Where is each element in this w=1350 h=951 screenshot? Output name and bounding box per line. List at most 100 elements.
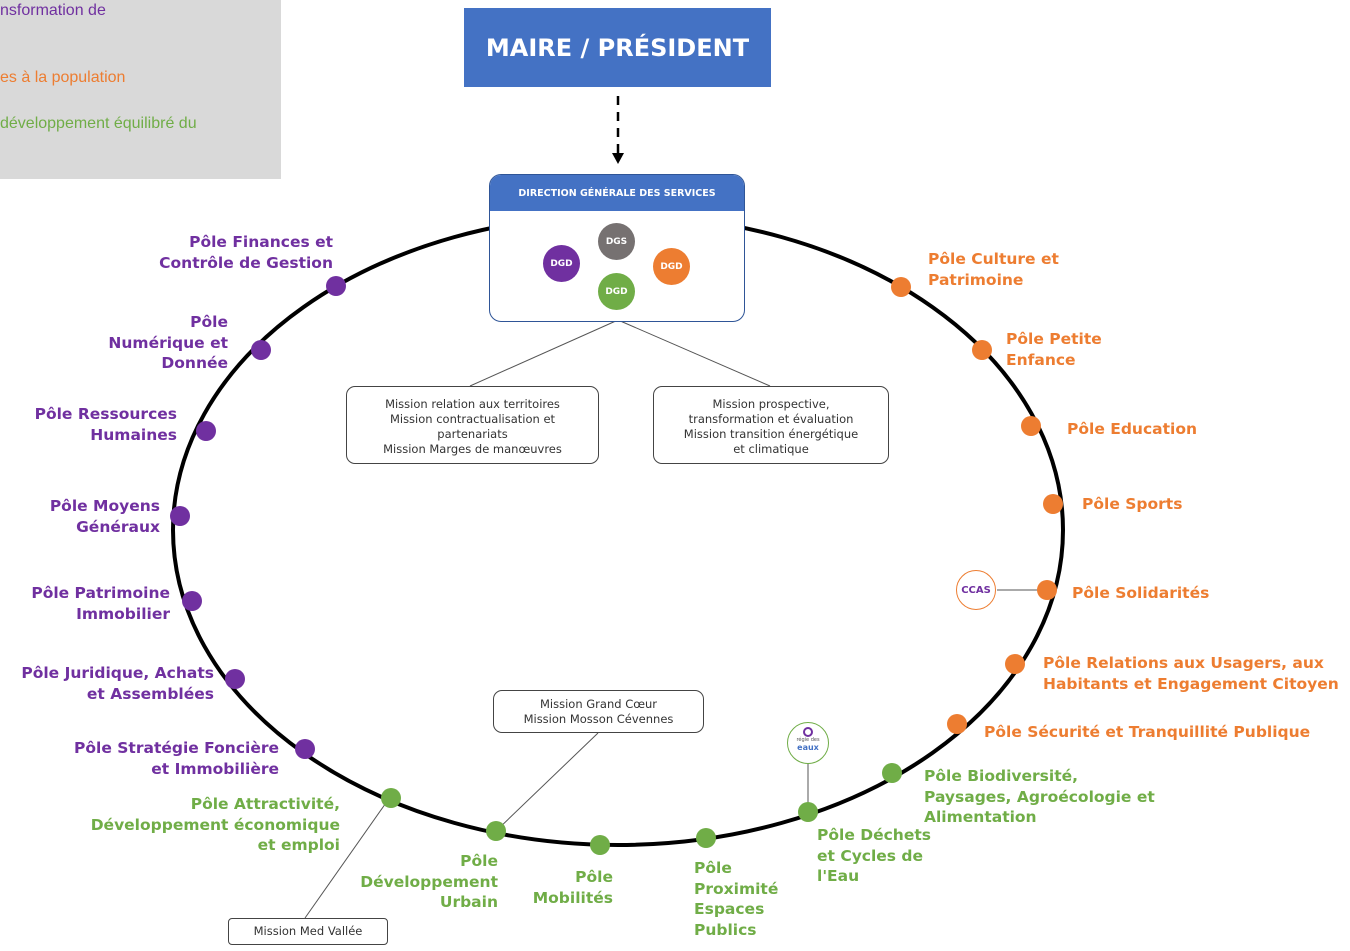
dot-numerique [251,340,271,360]
mission-text: partenariats [437,427,508,441]
eaux-logo-small: régie des [796,737,820,743]
dgd-purple-bubble: DGD [543,245,580,282]
pole-label-line: Pôle [694,859,732,877]
pole-label-line: Pôle Sécurité et Tranquillité Publique [984,723,1311,741]
dot-relations [1005,654,1025,674]
dot-juridique [225,669,245,689]
pole-label-line: Pôle Sports [1082,495,1183,513]
pole-culture-label: Pôle Culture et Patrimoine [928,249,1059,290]
pole-label-line: Pôle [460,852,498,870]
pole-label-line: Pôle Petite [1006,330,1102,348]
pole-label-line: Pôle Relations aux Usagers, aux [1043,654,1324,672]
dot-dechets [798,802,818,822]
ccas-logo: CCAS [956,570,996,610]
pole-education-label: Pôle Education [1067,419,1197,440]
dot-solidarites [1037,580,1057,600]
pole-solidarites-label: Pôle Solidarités [1072,583,1209,604]
mission-text: Mission transition énergétique [683,427,859,441]
pole-securite-label: Pôle Sécurité et Tranquillité Publique [984,722,1310,743]
pole-label-line: Développement économique [90,815,340,834]
pole-label-line: et Assemblées [86,684,214,703]
pole-label-line: Pôle Attractivité, [190,795,340,813]
eaux-logo-text: eaux [797,743,819,752]
pole-label-line: Immobilier [76,604,170,623]
pole-label-line: Donnée [161,354,228,372]
dot-education [1021,416,1041,436]
legend-line-green: développement équilibré du [0,115,197,132]
dot-patrimoine [182,591,202,611]
mission-text: Mission relation aux territoires [385,397,560,411]
pole-label-line: Espaces [694,900,765,918]
connector-grand-coeur [495,732,599,832]
dot-attractivite [381,788,401,808]
regie-eaux-logo: régie des eaux [787,722,829,764]
dot-dev-urbain [486,821,506,841]
pole-label-line: Alimentation [924,808,1037,826]
pole-label-line: Pôle [575,868,613,886]
mission-box-territoires: Mission relation aux territoires Mission… [346,386,599,464]
legend-panel: nsformation de es à la population dévelo… [0,0,281,179]
pole-label-line: Pôle [190,313,228,331]
pole-biodiversite-label: Pôle Biodiversité, Paysages, Agroécologie… [924,766,1155,828]
pole-label-line: Patrimoine [928,270,1024,289]
pole-label-line: Généraux [76,517,160,536]
pole-label-line: Pôle Moyens [49,497,160,515]
connector-med-vallee [304,799,389,919]
maire-president-title: MAIRE / PRÉSIDENT [485,33,750,62]
arrow-head-icon [612,153,624,164]
pole-label-line: Pôle Solidarités [1072,584,1210,602]
pole-sports-label: Pôle Sports [1082,494,1182,515]
pole-label-line: Pôle Culture et [928,250,1059,268]
connector-mission-right [617,319,771,387]
pole-label-line: Pôle Ressources [34,405,177,423]
pole-label-line: et Cycles de [817,846,924,865]
dot-mobilites [590,835,610,855]
pole-label-line: Proximité [694,879,779,898]
mission-text: Mission Med Vallée [253,924,363,938]
pole-label-line: Pôle Biodiversité, [924,767,1079,785]
pole-label-line: Paysages, Agroécologie et [924,787,1155,806]
pole-label-line: et Immobilière [151,759,279,778]
dot-rh [196,421,216,441]
dot-sports [1043,494,1063,514]
mission-text: et climatique [733,442,809,456]
mission-box-prospective: Mission prospective, transformation et é… [653,386,889,464]
pole-label-line: Habitants et Engagement Citoyen [1043,674,1339,693]
pole-label-line: Urbain [439,893,498,911]
dot-biodiversite [882,763,902,783]
dot-petite-enfance [972,340,992,360]
direction-generale-box: DIRECTION GÉNÉRALE DES SERVICES DGS DGD … [489,174,745,322]
pole-label-line: Enfance [1006,350,1076,369]
pole-attractivite-label: Pôle Attractivité, Développement économiq… [91,794,340,856]
mission-text: Mission contractualisation et [389,412,556,426]
dgd-orange-bubble: DGD [653,248,690,285]
dot-proximite [696,828,716,848]
maire-president-box: MAIRE / PRÉSIDENT [464,8,771,87]
dgd-green-bubble: DGD [598,273,635,310]
pole-label-line: Mobilités [532,888,613,907]
pole-label-line: Pôle Stratégie Foncière [74,739,279,757]
mission-text: Mission Mosson Cévennes [523,712,674,726]
dot-finances [326,276,346,296]
pole-label-line: Développement [360,872,498,891]
pole-label-line: Numérique et [108,333,228,352]
dgs-bubble: DGS [598,223,635,260]
pole-label-line: Humaines [90,425,177,444]
pole-label-line: Pôle Juridique, Achats [21,664,214,682]
pole-label-line: Pôle Finances et [189,233,333,251]
connector-mission-left [469,319,619,387]
dot-strategie [295,739,315,759]
drop-icon [803,727,813,737]
mission-box-med-vallee: Mission Med Vallée [228,918,388,945]
dot-moyens [170,506,190,526]
